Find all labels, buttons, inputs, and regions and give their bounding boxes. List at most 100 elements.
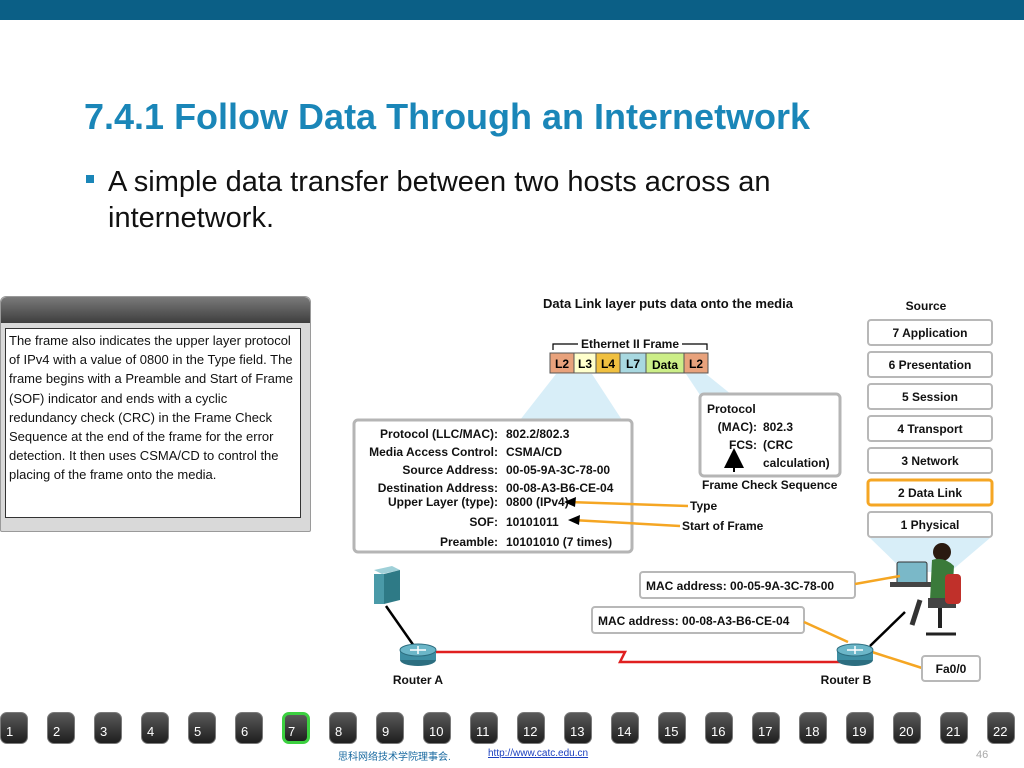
nav-button-11[interactable]: 11 [470,712,498,744]
osi-layer-3-box [867,447,993,474]
info-value-destination: 00-08-A3-B6-CE-04 [506,481,614,495]
frame-projection-left [520,374,622,420]
fcs-value-2: calculation) [763,456,830,470]
fcs-mac-value: 802.3 [763,420,793,434]
frame-cell-0: L2 [555,357,569,371]
frame-cell-bg-5 [683,352,709,374]
nav-button-15[interactable]: 15 [658,712,686,744]
network-diagram: Data Link layer puts data onto the media… [352,296,994,687]
person-at-computer-icon [890,543,961,636]
osi-layer-1-box [867,511,993,538]
fcs-caption: Frame Check Sequence [702,478,838,492]
frame-bracket-right [682,343,708,350]
bullet-marker [86,175,94,183]
mac-source-label: MAC address: 00-05-9A-3C-78-00 [646,579,834,593]
osi-layer-4: 4 Transport [897,422,962,436]
osi-layer-6-box [867,351,993,378]
note-panel: The frame also indicates the upper layer… [0,296,311,532]
nav-button-6[interactable]: 6 [235,712,263,744]
frame-cell-3: L7 [626,357,640,371]
mac-dest-pointer [803,620,849,644]
slide-title: 7.4.1 Follow Data Through an Internetwor… [84,96,811,137]
nav-button-19[interactable]: 19 [846,712,874,744]
stack-projection [870,538,990,572]
mac-source-pointer [854,574,901,586]
info-value-source: 00-05-9A-3C-78-00 [506,463,610,477]
osi-layer-2-box-active [866,478,994,507]
osi-layer-1: 1 Physical [901,518,960,532]
mac-dest-label: MAC address: 00-08-A3-B6-CE-04 [598,614,790,628]
type-arrow [567,500,689,508]
nav-button-14[interactable]: 14 [611,712,639,744]
nav-button-12[interactable]: 12 [517,712,545,744]
router-a-label: Router A [393,673,444,687]
info-label-protocol: Protocol (LLC/MAC): [380,427,498,441]
frame-info-box [352,418,634,554]
nav-button-17[interactable]: 17 [752,712,780,744]
fcs-label: FCS: [729,438,757,452]
nav-button-9[interactable]: 9 [376,712,404,744]
router-b-label: Router B [821,673,872,687]
nav-button-8[interactable]: 8 [329,712,357,744]
interface-box [921,655,981,682]
osi-layer-2: 2 Data Link [898,486,962,500]
type-caption: Type [690,499,717,513]
nav-button-16[interactable]: 16 [705,712,733,744]
server-link [384,605,416,647]
mac-dest-box [591,606,805,634]
nav-button-1[interactable]: 1 [0,712,28,744]
nav-button-18[interactable]: 18 [799,712,827,744]
nav-button-5[interactable]: 5 [188,712,216,744]
info-label-type: Upper Layer (type): [388,495,498,509]
nav-button-3[interactable]: 3 [94,712,122,744]
nav-button-10[interactable]: 10 [423,712,451,744]
nav-button-13[interactable]: 13 [564,712,592,744]
sof-arrow [571,518,681,528]
nav-button-20[interactable]: 20 [893,712,921,744]
info-value-type: 0800 (IPv4) [506,495,569,509]
frame-cell-1: L3 [578,357,592,371]
osi-layer-3: 3 Network [901,454,959,468]
frame-bracket-left [552,343,578,350]
nav-button-22[interactable]: 22 [987,712,1015,744]
bullet-text: A simple data transfer between two hosts… [108,166,771,234]
info-label-preamble: Preamble: [440,535,498,549]
router-b-host-link [869,611,906,647]
frame-projection-right [686,374,732,395]
nav-button-4[interactable]: 4 [141,712,169,744]
source-label: Source [906,299,947,313]
sof-arrowhead [568,515,580,525]
info-value-sof: 10101011 [506,515,559,529]
footer-org-text: 思科网络技术学院理事会. [338,752,451,763]
frame-label: Ethernet II Frame [581,337,679,351]
info-value-protocol: 802.2/802.3 [506,427,570,441]
frame-cell-4: Data [652,358,678,372]
diagram-heading: Data Link layer puts data onto the media [543,296,794,311]
mac-source-box [639,571,856,599]
top-bar [0,0,1024,20]
osi-stack: 7 Application 6 Presentation 5 Session 4… [866,319,994,538]
info-label-mac: Media Access Control: [369,445,498,459]
sof-caption: Start of Frame [682,519,764,533]
info-value-preamble: 10101010 (7 times) [506,535,612,549]
info-label-sof: SOF: [469,515,498,529]
nav-button-2[interactable]: 2 [47,712,75,744]
note-panel-text: The frame also indicates the upper layer… [5,328,301,518]
page-number: 46 [976,749,989,761]
info-label-source: Source Address: [402,463,498,477]
interface-pointer [871,650,923,670]
footer-link[interactable]: http://www.catc.edu.cn [488,748,589,759]
serial-link [430,650,842,664]
osi-layer-6: 6 Presentation [889,358,972,372]
nav-button-21[interactable]: 21 [940,712,968,744]
ethernet-frame: L2 L3 L4 L7 Data L2 [549,352,709,374]
server-icon [374,566,400,604]
osi-layer-7-box [867,319,993,346]
nav-button-7-active[interactable]: 7 [282,712,310,744]
router-a-icon [399,643,437,666]
type-arrowhead [564,497,576,507]
slide-navigation: 1 2 3 4 5 6 7 8 9 10 11 12 13 14 15 16 1… [0,712,1024,748]
frame-info-values: 802.2/802.3 CSMA/CD 00-05-9A-3C-78-00 00… [506,427,614,549]
info-value-mac: CSMA/CD [506,445,562,459]
fcs-value-1: (CRC [763,438,793,452]
